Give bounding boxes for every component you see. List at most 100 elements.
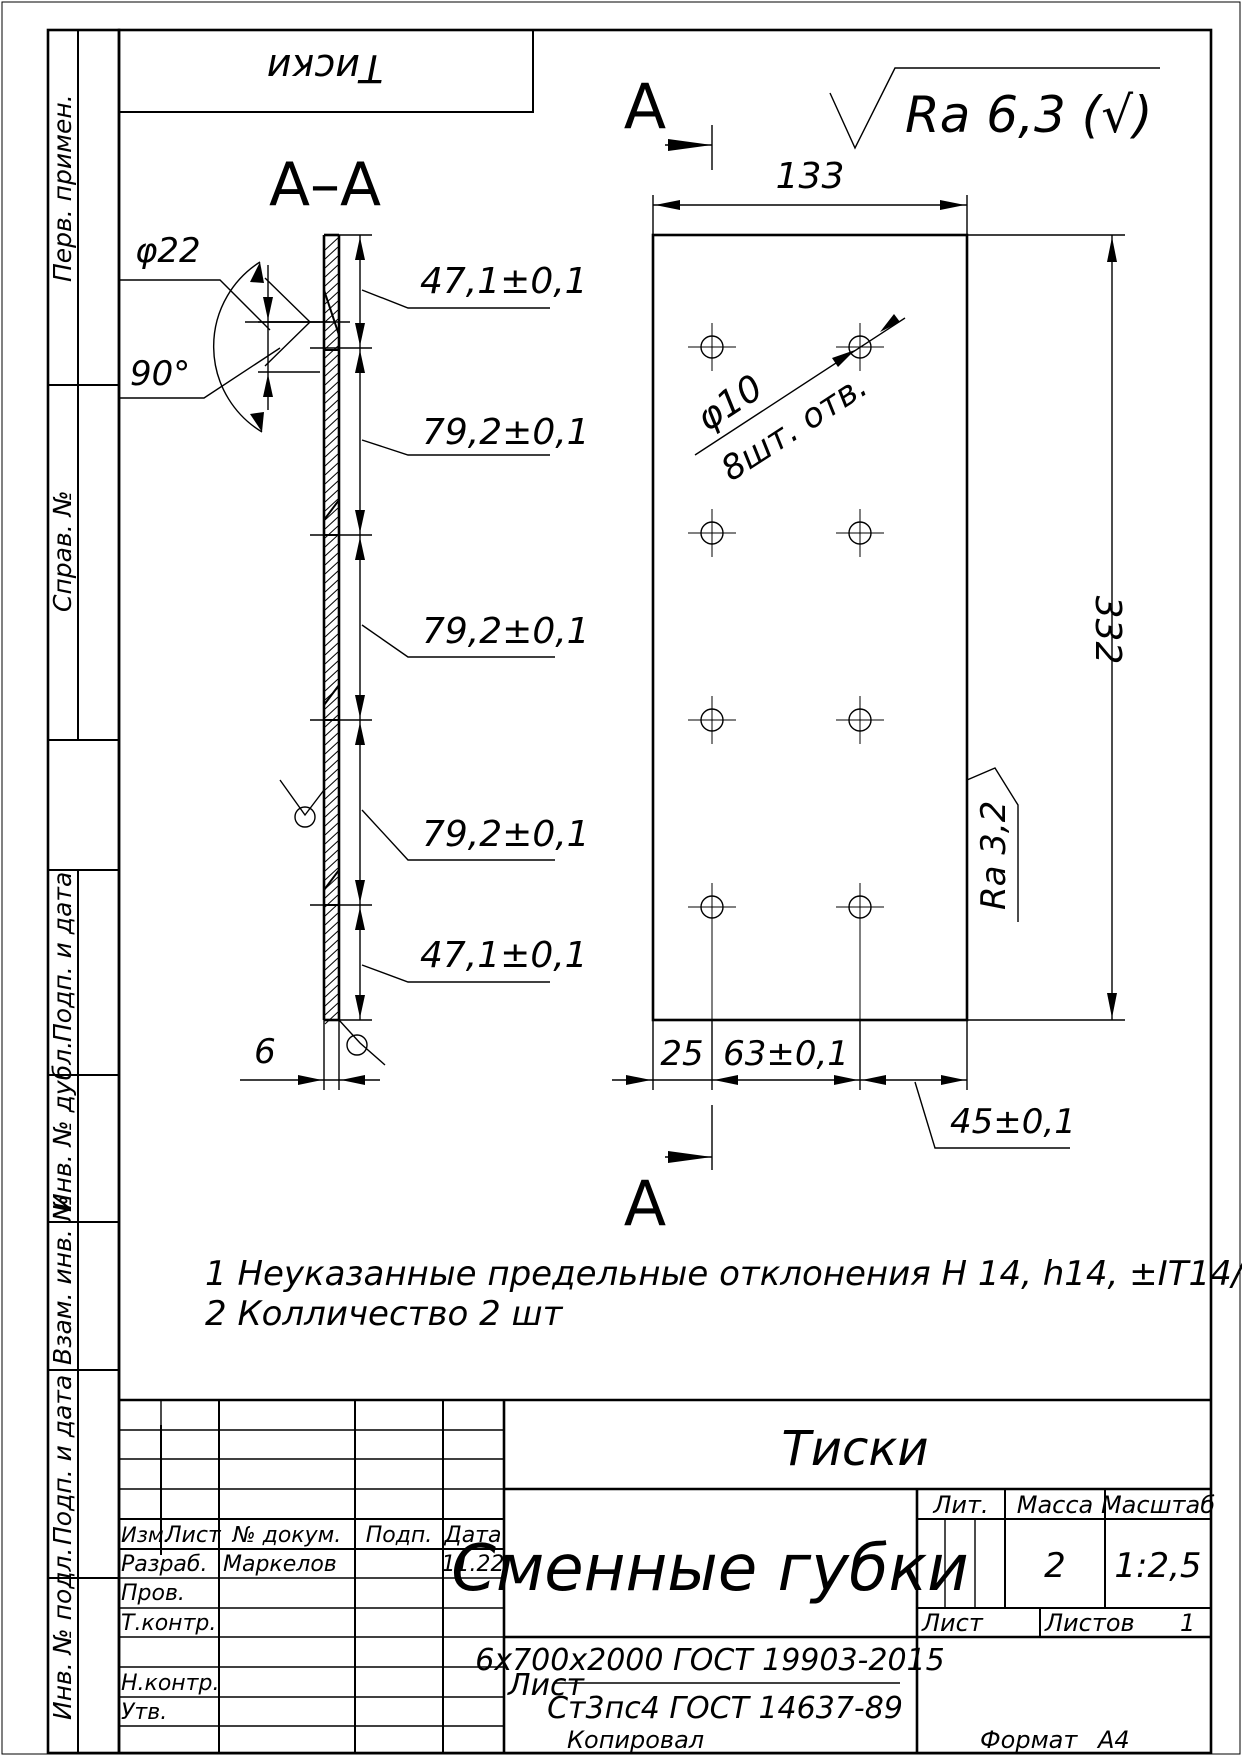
hatch-line [324, 768, 339, 782]
hatch-line [324, 669, 339, 683]
lit-label: Лит. [932, 1491, 988, 1519]
dim-width: 133 [776, 156, 845, 197]
hatch-line [324, 804, 339, 818]
hole [836, 696, 884, 744]
hatch-line [324, 480, 339, 494]
hatch-line [324, 399, 339, 413]
side-inv-podl: Инв. № подл. [48, 1548, 77, 1720]
dim-edge-right: 45±0,1 [950, 1102, 1076, 1142]
title-part-name: Сменные губки [451, 1532, 969, 1606]
hatch-line [324, 471, 339, 485]
dim-step-2: 79,2±0,1 [422, 412, 590, 453]
hatch-line [324, 606, 339, 620]
dim-step-top: 47,1±0,1 [420, 261, 588, 302]
hatch-line [324, 570, 339, 584]
col-izm: Изм. [121, 1523, 170, 1547]
hatch-line [324, 561, 339, 575]
hatch-line [324, 957, 339, 971]
hatch-line [324, 435, 339, 449]
hatch-line [324, 417, 339, 431]
section-view: A–A [120, 150, 590, 1090]
hatch-line [324, 912, 339, 926]
side-strip-labels: Перв. примен. Справ. № Подп. и дата Инв.… [48, 94, 77, 1720]
dim-step-bottom: 47,1±0,1 [420, 935, 588, 976]
hatch-line [324, 750, 339, 764]
razrab-label: Разраб. [121, 1552, 207, 1577]
hatch-line [324, 885, 339, 899]
sheet-footer: Копировал Формат А4 [567, 1726, 1130, 1754]
hatch-line [324, 579, 339, 593]
roughness-general: Ra 6,3 (√) [905, 86, 1153, 144]
hatch-line [324, 966, 339, 980]
hatch-line [324, 534, 339, 548]
hatch-line [324, 552, 339, 566]
hatch-line [324, 318, 339, 332]
hatch-line [324, 633, 339, 647]
dim-hole-spacing: 63±0,1 [723, 1034, 849, 1074]
hatch-line [324, 372, 339, 386]
nkontr-label: Н.контр. [121, 1671, 219, 1696]
technical-notes: 1 Неуказанные предельные отклонения H 14… [205, 1254, 1242, 1334]
footer-copied: Копировал [567, 1726, 704, 1754]
hatch-line [324, 975, 339, 989]
note-1: 1 Неуказанные предельные отклонения H 14… [205, 1254, 1242, 1294]
view-marker-top: A [624, 70, 666, 143]
view-marker-bottom: A [624, 1167, 666, 1240]
footer-format-value: А4 [1096, 1726, 1130, 1754]
hatch-line [324, 786, 339, 800]
hatch-line [324, 813, 339, 827]
hatch-line [324, 507, 339, 521]
tkontr-label: Т.контр. [121, 1611, 216, 1636]
hole [836, 509, 884, 557]
hatch-line [324, 354, 339, 368]
hatch-line [324, 822, 339, 836]
hatch-line [324, 840, 339, 854]
title-material-bottom: Ст3пс4 ГОСТ 14637-89 [547, 1691, 903, 1726]
hatch-line [324, 1002, 339, 1016]
hatch-line [324, 678, 339, 692]
utv-label: Утв. [121, 1700, 167, 1725]
hatch-line [324, 939, 339, 953]
hatch-line [324, 444, 339, 458]
list-label: Лист [921, 1609, 984, 1637]
hole [688, 883, 736, 931]
hatch-line [324, 849, 339, 863]
hatch-line [324, 759, 339, 773]
dim-step-4: 79,2±0,1 [422, 814, 590, 855]
hatch-line [324, 381, 339, 395]
hatch-line [324, 255, 339, 269]
hole [688, 509, 736, 557]
dim-thickness: 6 [254, 1032, 276, 1072]
side-inv-dubl: Инв. № дубл. [48, 1041, 77, 1212]
hatch-line [324, 264, 339, 278]
hatch-line [324, 777, 339, 791]
hatch-line [324, 453, 339, 467]
masshtab-label: Масштаб [1101, 1491, 1215, 1519]
col-list: Лист [164, 1523, 222, 1548]
hatch-line [324, 588, 339, 602]
hatch-line [324, 696, 339, 710]
corner-stamp-text: Тиски [267, 46, 383, 90]
side-sprav-no: Справ. № [48, 490, 77, 612]
dim-countersink-diameter: φ22 [135, 231, 201, 271]
dim-height: 332 [1087, 596, 1128, 665]
hatch-line [324, 741, 339, 755]
hatch-line [324, 543, 339, 557]
side-podp-data-1: Подп. и дата [48, 872, 77, 1042]
note-2: 2 Колличество 2 шт [205, 1294, 564, 1334]
hatch-line [324, 642, 339, 656]
listov-value: 1 [1180, 1609, 1195, 1637]
hatch-line [324, 921, 339, 935]
hatch-line [324, 732, 339, 746]
listov-label: Листов [1044, 1609, 1135, 1637]
hatch-line [324, 1011, 339, 1025]
dim-countersink-angle: 90° [130, 354, 190, 394]
hole [688, 323, 736, 371]
hatch-line [324, 273, 339, 287]
hatch-line [324, 705, 339, 719]
razrab-name: Маркелов [223, 1552, 337, 1577]
col-podp: Подп. [366, 1523, 433, 1548]
hatch-line [324, 462, 339, 476]
side-podp-data-2: Подп. и дата [48, 1375, 77, 1545]
